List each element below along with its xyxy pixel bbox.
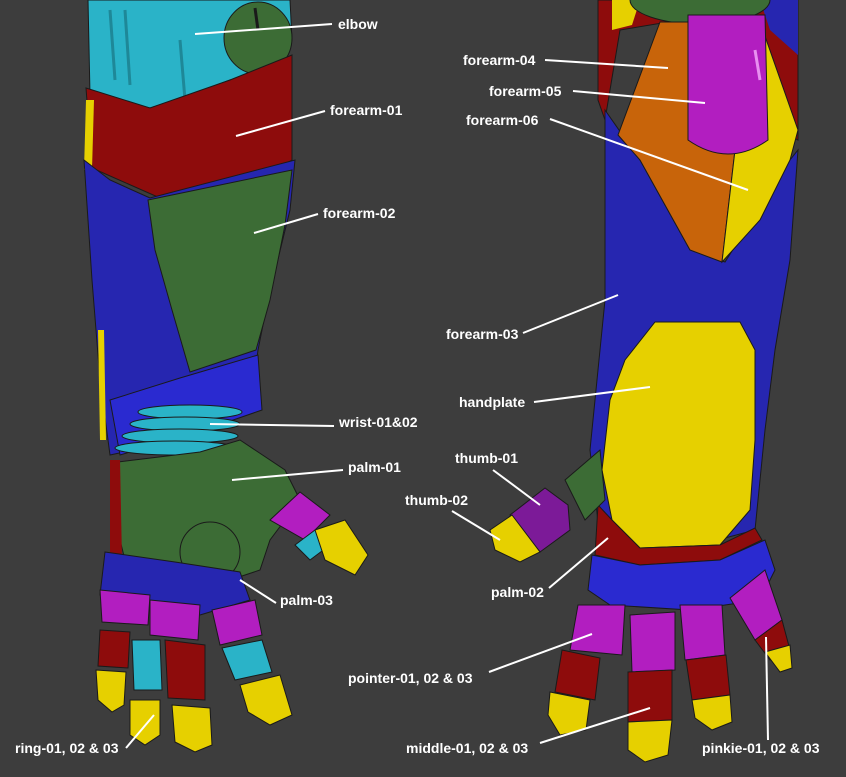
leader-wrist [209,423,335,427]
leader-pointer [488,633,593,673]
label-forearm-05: forearm-05 [489,83,562,99]
right-top-blue [760,0,798,55]
label-thumb-01: thumb-01 [455,450,518,466]
left-finger-3 [149,599,213,753]
right-ring-finger [679,604,733,731]
left-yellow-edge-strip [98,330,106,440]
right-middle-finger [627,611,676,763]
leader-forearm-01 [235,110,326,137]
leader-thumb-02 [451,510,501,541]
label-forearm-04: forearm-04 [463,52,536,68]
left-palm-red-edge [110,460,122,560]
right-forearm-05-highlight [753,49,762,81]
leader-palm-02 [548,537,609,589]
left-arm-model [83,0,369,753]
leader-lines [125,23,769,749]
label-handplate: handplate [459,394,525,410]
label-palm-01: palm-01 [348,459,401,475]
right-thumb [489,448,606,563]
leader-elbow [194,23,333,35]
leader-thumb-01 [492,469,541,506]
label-middle: middle-01, 02 & 03 [406,740,528,756]
left-finger-2 [129,639,163,746]
right-pinkie-finger [729,569,793,673]
label-forearm-03: forearm-03 [446,326,519,342]
left-thumb [269,491,369,576]
label-forearm-06: forearm-06 [466,112,539,128]
leader-forearm-04 [544,59,669,69]
left-finger-1 [95,589,151,713]
right-forearm-05 [687,14,769,155]
labels: elbow forearm-01 forearm-02 wrist-01&02 … [15,16,820,756]
leader-palm-01 [231,469,344,481]
leader-forearm-06 [549,118,749,191]
left-yellow-sliver [84,100,94,170]
label-forearm-01: forearm-01 [330,102,403,118]
right-arm-model [489,0,799,763]
left-forearm-02 [147,169,293,373]
label-palm-03: palm-03 [280,592,333,608]
left-wrist-coils [114,404,243,456]
leader-handplate [533,386,651,403]
leader-pinkie [765,636,769,741]
left-elbow-disc-notch [253,7,260,31]
right-pointer-finger [547,604,626,736]
left-elbow-grooves [108,9,187,101]
label-wrist: wrist-01&02 [338,414,418,430]
leader-forearm-03 [522,294,619,334]
label-ring: ring-01, 02 & 03 [15,740,119,756]
label-pinkie: pinkie-01, 02 & 03 [702,740,820,756]
label-thumb-02: thumb-02 [405,492,468,508]
label-pointer: pointer-01, 02 & 03 [348,670,473,686]
label-elbow: elbow [338,16,378,32]
leader-palm-03 [239,579,277,604]
left-forearm-01 [85,54,293,199]
leader-forearm-02 [253,213,319,234]
label-forearm-02: forearm-02 [323,205,396,221]
leader-forearm-05 [572,90,706,104]
leader-middle [539,707,651,744]
left-finger-4 [211,599,293,726]
leader-ring [125,714,155,749]
label-palm-02: palm-02 [491,584,544,600]
